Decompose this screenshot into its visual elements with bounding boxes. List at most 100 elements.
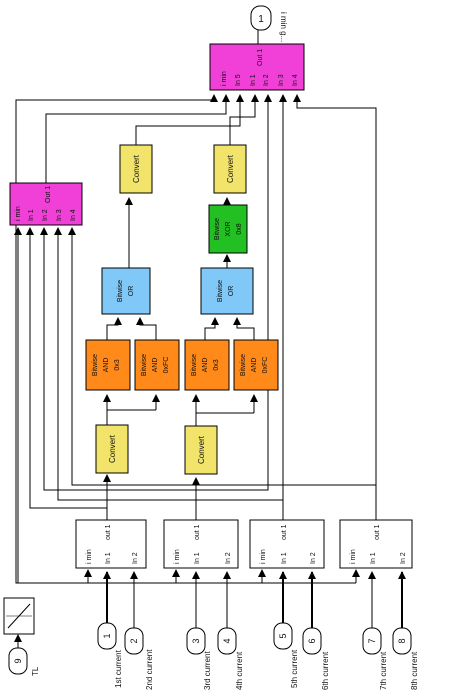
subsystem-4[interactable]: i min In 1 In 2 out 1	[339, 519, 413, 569]
svg-text:i min: i min	[221, 71, 228, 86]
inport-1[interactable]: 1	[97, 622, 117, 650]
svg-text:8: 8	[397, 638, 407, 643]
svg-text:7: 7	[367, 638, 377, 643]
svg-text:Convert: Convert	[226, 154, 235, 183]
bitwise-and-0x3-left[interactable]: Bitwise AND 0x3	[85, 339, 131, 391]
wires	[14, 14, 406, 648]
svg-text:AND: AND	[152, 358, 159, 373]
convert-block-top-right[interactable]: Convert	[213, 144, 247, 194]
svg-text:In 2: In 2	[132, 552, 139, 564]
svg-text:In 1: In 1	[105, 552, 112, 564]
svg-text:In 1: In 1	[28, 209, 35, 221]
svg-text:AND: AND	[103, 358, 110, 373]
svg-text:0x3: 0x3	[114, 359, 121, 370]
inport-tl-label: TL	[31, 666, 40, 676]
svg-text:In 2: In 2	[263, 74, 270, 86]
inport-2[interactable]: 2	[124, 627, 144, 655]
svg-text:XOR: XOR	[225, 221, 232, 236]
subsystem-2[interactable]: i min In 1 In 2 out 1	[163, 519, 239, 569]
svg-text:Bitwise: Bitwise	[92, 354, 99, 376]
svg-text:In 2: In 2	[400, 552, 407, 564]
svg-text:1: 1	[258, 14, 264, 25]
svg-text:6: 6	[307, 638, 317, 643]
svg-text:i min: i min	[174, 549, 181, 564]
bitwise-or-block-left[interactable]: Bitwise OR	[101, 267, 151, 315]
svg-text:i min: i min	[350, 549, 357, 564]
svg-text:In 4: In 4	[70, 209, 77, 221]
convert-block-bottom-right[interactable]: Convert	[184, 425, 218, 475]
inport-5-label: 5th current	[290, 649, 299, 688]
svg-text:5: 5	[278, 633, 288, 638]
svg-text:4: 4	[222, 638, 232, 643]
inport-3[interactable]: 3	[186, 627, 206, 655]
svg-text:Out 1: Out 1	[45, 186, 52, 203]
svg-text:AND: AND	[202, 358, 209, 373]
bitwise-and-0xfc-left[interactable]: Bitwise AND 0xFC	[134, 339, 180, 391]
subsystem-1[interactable]: i min In 1 In 2 out 1	[75, 519, 147, 569]
inport-2-label: 2nd current	[145, 649, 154, 690]
svg-text:In 1: In 1	[370, 552, 377, 564]
svg-text:In 2: In 2	[310, 552, 317, 564]
svg-text:In 1: In 1	[281, 552, 288, 564]
svg-text:Bitwise: Bitwise	[214, 218, 221, 240]
svg-text:OR: OR	[128, 286, 135, 297]
lookup-table-block[interactable]	[3, 597, 35, 635]
svg-text:In 1: In 1	[250, 74, 257, 86]
inport-7-label: 7th current	[379, 651, 388, 690]
convert-block-bottom-left[interactable]: Convert	[95, 424, 129, 474]
bitwise-or-block-right[interactable]: Bitwise OR	[200, 267, 254, 315]
svg-text:out 1: out 1	[281, 524, 288, 540]
svg-text:9: 9	[13, 658, 23, 663]
inport-6[interactable]: 6	[302, 627, 322, 655]
svg-text:OR: OR	[228, 286, 235, 297]
svg-text:0xFC: 0xFC	[262, 357, 269, 374]
inport-tl[interactable]: 9	[8, 647, 28, 675]
svg-text:In 2: In 2	[42, 209, 49, 221]
svg-text:Bitwise: Bitwise	[141, 354, 148, 376]
svg-text:out 1: out 1	[105, 524, 112, 540]
svg-text:In 1: In 1	[194, 552, 201, 564]
svg-text:AND: AND	[251, 358, 258, 373]
svg-text:0x8: 0x8	[236, 223, 243, 234]
svg-text:Bitwise: Bitwise	[217, 280, 224, 302]
output-port-label: i min g...	[279, 12, 288, 42]
bitwise-and-0xfc-right[interactable]: Bitwise AND 0xFC	[233, 339, 279, 391]
output-port-1[interactable]: 1	[250, 5, 272, 31]
inport-1-label: 1st current	[114, 649, 123, 688]
convert-block-top-left[interactable]: Convert	[119, 144, 153, 194]
svg-text:i min: i min	[260, 549, 267, 564]
svg-text:i min: i min	[15, 206, 22, 221]
svg-text:Bitwise: Bitwise	[191, 354, 198, 376]
svg-text:Convert: Convert	[108, 434, 117, 463]
subsystem-3[interactable]: i min In 1 In 2 out 1	[249, 519, 325, 569]
svg-text:Convert: Convert	[132, 154, 141, 183]
svg-text:In 3: In 3	[56, 209, 63, 221]
svg-text:out 1: out 1	[194, 524, 201, 540]
inport-7[interactable]: 7	[362, 627, 382, 655]
svg-text:In 2: In 2	[225, 552, 232, 564]
bitwise-xor-block[interactable]: Bitwise XOR 0x8	[208, 204, 248, 254]
mux-left[interactable]: i min In 1 In 2 In 3 In 4 Out 1	[9, 182, 83, 226]
svg-text:0x3: 0x3	[213, 359, 220, 370]
svg-text:i min: i min	[86, 549, 93, 564]
svg-text:Out 1: Out 1	[257, 49, 264, 66]
svg-text:out 1: out 1	[374, 524, 381, 540]
bitwise-and-0x3-right[interactable]: Bitwise AND 0x3	[184, 339, 230, 391]
inport-3-label: 3rd current	[203, 651, 212, 690]
svg-text:Bitwise: Bitwise	[117, 280, 124, 302]
svg-text:Convert: Convert	[197, 435, 206, 464]
svg-text:1: 1	[102, 633, 112, 638]
inport-6-label: 6th current	[321, 651, 330, 690]
inport-8[interactable]: 8	[392, 627, 412, 655]
svg-text:0xFC: 0xFC	[163, 357, 170, 374]
svg-text:In 3: In 3	[278, 74, 285, 86]
svg-text:In 4: In 4	[292, 74, 299, 86]
inport-4[interactable]: 4	[217, 627, 237, 655]
inport-8-label: 8th current	[410, 651, 419, 690]
svg-text:3: 3	[191, 638, 201, 643]
inport-5[interactable]: 5	[273, 622, 293, 650]
svg-text:2: 2	[129, 638, 139, 643]
svg-text:In 5: In 5	[235, 74, 242, 86]
mux-top[interactable]: i min In 5 In 1 In 2 In 3 In 4 Out 1	[209, 43, 305, 91]
